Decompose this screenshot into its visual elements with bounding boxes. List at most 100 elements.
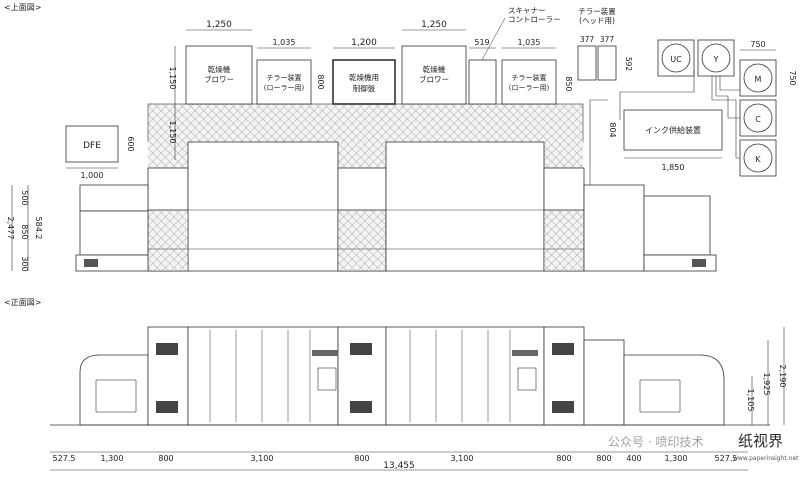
hatch-block: [147, 209, 189, 272]
chiller-right-label-2: (ローラー用): [509, 84, 550, 92]
ink-y-label: Y: [713, 55, 719, 64]
dim-bottom-segment: 800: [596, 454, 611, 463]
dim-bottom-segment: 1,300: [665, 454, 688, 463]
top-view-title: <上面図>: [4, 3, 41, 12]
leader-line: [481, 17, 506, 61]
dim-dfe-width: 1,000: [81, 171, 104, 180]
leader-line: [589, 99, 608, 185]
chiller-left-label-2: (ローラー用): [264, 84, 305, 92]
chiller-head-b: [597, 45, 617, 81]
scanner-label-2: コントローラー: [508, 15, 561, 24]
press-section-dryer-1: [187, 141, 339, 272]
dfe-label: DFE: [83, 141, 101, 151]
dim-ink-supply-width: 1,850: [662, 163, 685, 172]
press-section-dryer-2: [385, 141, 545, 272]
ink-tank-uc-frame: [657, 39, 695, 77]
dim-chiller-left-width: 1,035: [273, 38, 296, 47]
ink-c-label: C: [755, 115, 761, 124]
unwinder-cabinet: [95, 379, 137, 413]
ink-tank-uc: [661, 43, 691, 73]
unwinder-body: [79, 210, 149, 256]
control-label-1: 乾燥機用: [349, 72, 379, 82]
rewinder-body: [583, 184, 645, 272]
bottom-dimension-labels: 527.5 1,300 800 3,100 800 3,100 800 800 400 1,300…: [53, 454, 738, 463]
tower-windows: [156, 343, 574, 413]
dim-height-1: 1,105: [746, 389, 755, 412]
scanner-controller: [468, 59, 497, 105]
watermark-text: 公众号 · 喷印技术: [608, 435, 703, 449]
dim-tank-height: 750: [788, 70, 797, 85]
dim-dfe-depth: 600: [126, 136, 135, 151]
dim-low: 300: [20, 256, 29, 271]
dfe-unit: [65, 125, 119, 163]
dim-height-2: 1,925: [762, 373, 771, 396]
dryer-left-label-2: ブロワー: [204, 74, 234, 84]
dim-bottom-segment: 3,100: [451, 454, 474, 463]
dryer-blower-right: [401, 45, 467, 105]
dim-dryer-right-width: 1,250: [421, 20, 447, 30]
front-scanner: [583, 339, 625, 426]
watermark-url: www.paperinsight.net: [733, 455, 799, 462]
dim-corridor-depth: 1,150: [168, 121, 177, 144]
scanner-label-1: スキャナー: [508, 6, 546, 15]
control-strip: [312, 350, 338, 356]
dim-bottom-segment: 1,300: [101, 454, 124, 463]
nameplate: [692, 259, 706, 267]
hatch-block: [543, 209, 585, 272]
hatch-block: [337, 209, 387, 272]
dim-chiller-right-width: 1,035: [518, 38, 541, 47]
control-label-2: 制御盤: [353, 83, 376, 93]
dim-dryer-left-width: 1,250: [206, 20, 232, 30]
front-dryer-2: [385, 326, 545, 426]
dim-ink-supply-depth: 804: [608, 122, 617, 137]
dim-bottom-segment: 800: [354, 454, 369, 463]
ink-tank-y: [701, 43, 731, 73]
dim-bottom-segment: 800: [556, 454, 571, 463]
dryer-right-label-2: ブロワー: [419, 74, 449, 84]
chiller-right: [501, 59, 557, 105]
dim-chiller-left-depth: 800: [316, 74, 325, 89]
panel-dividers: [209, 330, 511, 422]
dim-head-depth: 592: [624, 57, 633, 72]
dim-tank-width: 750: [750, 40, 765, 49]
dim-upper: 500: [20, 190, 29, 205]
dim-dryer-height: 1,150: [168, 67, 177, 90]
rewinder-unit: [643, 195, 711, 256]
ink-tank-m-frame: [739, 59, 777, 97]
service-area-hatch: [147, 103, 584, 143]
front-dryer-1: [187, 326, 339, 426]
chiller-head-title-2: (ヘッド用): [579, 16, 615, 25]
dryer-left-label-1: 乾燥機: [208, 64, 231, 74]
ink-k-label: K: [755, 155, 761, 164]
dim-bottom-segment: 800: [158, 454, 173, 463]
operator-panel: [517, 367, 537, 391]
dim-height-3: 2,190: [778, 365, 787, 388]
ink-tank-k: [743, 143, 773, 173]
dim-bottom-segment: 3,100: [251, 454, 274, 463]
unwinder-top: [79, 184, 149, 212]
ink-supply-unit: [623, 109, 723, 151]
dryer-blower-left: [185, 45, 253, 105]
ink-tank-m: [743, 63, 773, 93]
dim-chiller-right-depth: 850: [564, 76, 573, 91]
dim-scanner-width: 519: [474, 38, 489, 47]
chiller-head-title-1: チラー装置: [578, 6, 616, 16]
rewinder-cabinet: [639, 379, 681, 413]
ink-tank-c: [743, 103, 773, 133]
chiller-right-label-1: チラー装置: [512, 73, 547, 82]
ink-m-label: M: [755, 75, 762, 84]
dim-head-b: 377: [600, 35, 615, 44]
dim-bottom-segment: 527.5: [715, 454, 738, 463]
dryer-right-label-1: 乾燥機: [423, 64, 446, 74]
nameplate: [84, 259, 98, 267]
dim-front-total: 13,455: [383, 461, 415, 471]
ink-tubing: [619, 70, 740, 159]
watermark-brand: 纸视界: [738, 432, 783, 450]
dim-head-a: 377: [580, 35, 595, 44]
chiller-head-a: [577, 45, 597, 81]
chiller-left: [256, 59, 312, 105]
dim-bottom-segment: 400: [626, 454, 641, 463]
control-strip: [512, 350, 538, 356]
dim-inner: 584.2: [34, 217, 43, 240]
